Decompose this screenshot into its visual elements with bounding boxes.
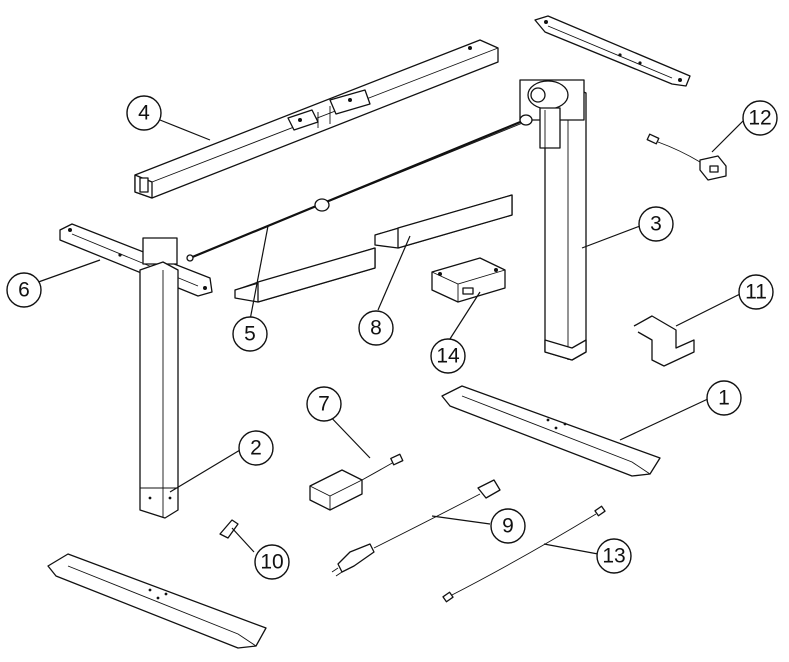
part-power-cable [331,479,501,577]
callout-14: 14 [430,338,466,374]
callout-6: 6 [6,272,42,308]
callout-label-9: 9 [502,515,514,538]
callout-label-5: 5 [244,323,256,346]
callout-label-11: 11 [745,281,767,304]
callout-4: 4 [126,95,162,131]
part-small-bracket [219,519,239,539]
part-crossbar [134,39,499,199]
part-foot-left [47,553,267,649]
part-top-bracket-small [534,15,691,87]
callout-label-1: 1 [718,387,730,410]
part-foot-right [441,385,661,477]
callout-label-3: 3 [650,213,662,236]
part-power-supply [309,453,404,511]
callout-8: 8 [358,310,394,346]
callout-label-4: 4 [138,102,150,125]
part-control-box [431,257,506,303]
callout-label-2: 2 [250,437,262,460]
callout-label-8: 8 [370,317,382,340]
callout-10: 10 [254,544,290,580]
callout-label-6: 6 [18,279,30,302]
callout-2: 2 [238,430,274,466]
callout-12: 12 [742,100,778,136]
callout-label-13: 13 [602,545,625,568]
part-drive-shaft [186,114,533,262]
part-motor-leg [519,79,587,361]
part-adapter-cable [646,133,727,181]
part-standard-leg [139,261,179,519]
callout-label-14: 14 [436,345,460,368]
part-clip [633,315,695,367]
callout-13: 13 [596,538,632,574]
callout-7: 7 [306,386,342,422]
callout-label-7: 7 [318,393,330,416]
callout-label-12: 12 [748,107,771,130]
part-cable-tray-1 [234,247,376,303]
callout-label-10: 10 [260,551,283,574]
callout-9: 9 [490,508,526,544]
callout-11: 11 [738,274,774,310]
part-extension-cable [442,505,606,603]
callout-1: 1 [706,380,742,416]
callout-5: 5 [232,316,268,352]
part-cable-tray-2 [374,194,513,249]
callout-3: 3 [638,206,674,242]
